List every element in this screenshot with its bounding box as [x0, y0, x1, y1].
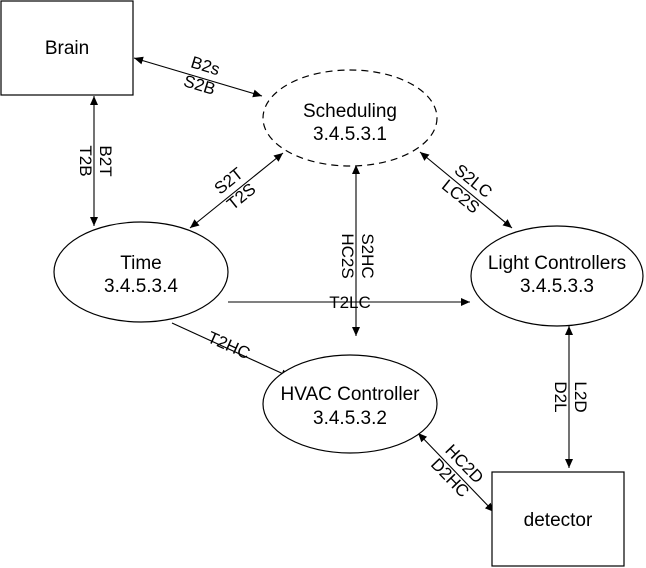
node-time-label: Time: [120, 253, 162, 274]
node-scheduling: Scheduling 3.4.5.3.1: [262, 69, 438, 167]
edge-label-l2d: L2D: [571, 381, 590, 412]
node-hvac-label: HVAC Controller: [280, 384, 420, 405]
node-time: Time 3.4.5.3.4: [53, 221, 229, 323]
node-scheduling-id: 3.4.5.3.1: [313, 124, 387, 145]
node-scheduling-label: Scheduling: [303, 101, 397, 122]
label-scheduling-hvac: S2HC HC2S: [338, 233, 377, 278]
edge-time-hvac: [171, 322, 291, 378]
node-light-label: Light Controllers: [488, 253, 626, 274]
node-brain: Brain: [0, 0, 134, 96]
label-time-hvac: T2HC: [205, 328, 253, 363]
edge-brain-scheduling: [133, 56, 263, 98]
edge-label-d2l: D2L: [551, 381, 570, 412]
label-light-detector: L2D D2L: [551, 381, 590, 412]
edge-scheduling-light: [419, 151, 513, 229]
node-time-id: 3.4.5.3.4: [104, 276, 178, 297]
edge-label-t2b: T2B: [76, 145, 95, 176]
node-detector-label: detector: [524, 510, 593, 531]
node-light-id: 3.4.5.3.3: [520, 276, 594, 297]
node-hvac-controller: HVAC Controller 3.4.5.3.2: [262, 354, 438, 454]
edge-time-scheduling: [189, 152, 284, 229]
node-brain-label: Brain: [45, 38, 89, 59]
node-detector: detector: [491, 471, 625, 567]
label-time-scheduling: S2T T2S: [211, 164, 260, 214]
edge-label-t2lc: T2LC: [329, 293, 371, 312]
edge-label-b2t: B2T: [96, 145, 115, 176]
node-hvac-id: 3.4.5.3.2: [313, 408, 387, 429]
label-brain-scheduling: B2s S2B: [181, 53, 222, 99]
label-brain-time: B2T T2B: [76, 145, 115, 176]
label-hvac-detector: HC2D D2HC: [427, 441, 487, 501]
edge-label-s2hc: S2HC: [358, 233, 377, 278]
edge-label-hc2s: HC2S: [338, 233, 357, 278]
edge-hvac-detector: [417, 432, 495, 513]
node-light-controllers: Light Controllers 3.4.5.3.3: [470, 225, 644, 327]
edge-label-t2hc: T2HC: [205, 328, 253, 363]
label-scheduling-light: S2LC LC2S: [438, 160, 496, 217]
